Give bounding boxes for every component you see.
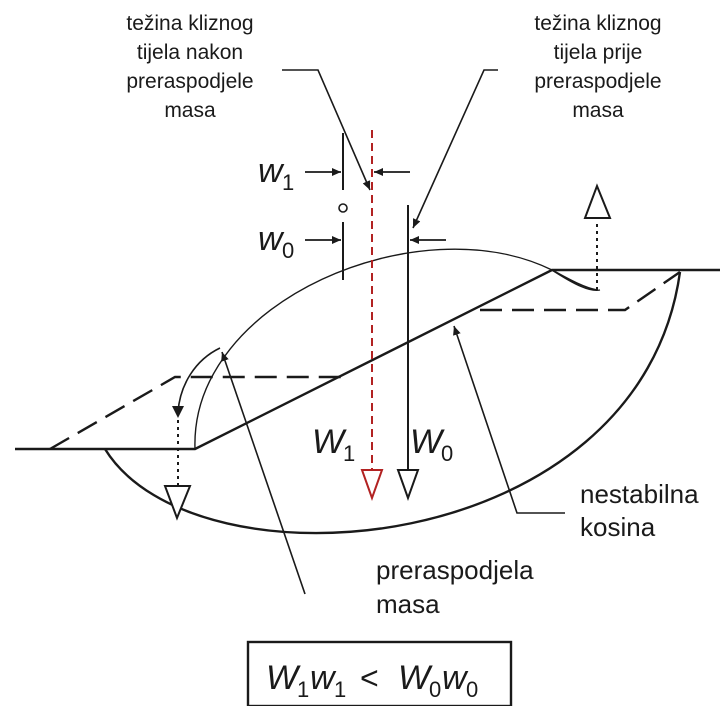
formula-w1: w [310,659,337,697]
formula-w0-sub: 0 [466,677,478,702]
w0-symbol: w [258,220,285,258]
label-after-4: masa [164,99,216,122]
W1-symbol: W [312,423,347,461]
label-unstable-1: nestabilna [580,479,699,509]
w1-subscript: 1 [282,170,294,195]
formula-W1-sub: 1 [297,677,309,702]
formula-box [246,640,513,706]
W0-symbol: W [410,423,445,461]
redistributed-profile [49,375,350,451]
redistributed-profile-upper [480,271,681,312]
label-redistribution-2: masa [376,589,440,619]
w1-symbol: w [258,152,285,190]
toe-arrow-head [163,485,192,521]
label-after-3: preraspodjele [126,70,253,93]
label-redistribution-1: preraspodjela [376,555,534,585]
formula-less-than: < [360,660,379,696]
slope-profile [15,268,720,451]
formula-W0: W [398,659,433,697]
leader-redistribution [221,351,306,595]
slip-surface-lower [103,271,682,535]
W1-subscript: 1 [343,441,355,466]
leader-unstable [453,325,565,514]
leader-before [412,69,498,229]
weight-w1-head [360,469,384,501]
label-before-1: težina kliznog [534,12,661,35]
weight-w0-head [396,469,420,501]
toe-arrow-small-head [172,406,184,418]
label-before-3: preraspodjele [534,70,661,93]
formula-W1: W [266,659,301,697]
formula-w0: w [442,659,469,697]
label-before-4: masa [572,99,624,122]
w0-subscript: 0 [282,238,294,263]
crest-arrow-head [583,183,612,219]
label-after-1: težina kliznog [126,12,253,35]
label-before-2: tijela prije [554,41,643,64]
formula-W0-sub: 0 [429,677,441,702]
label-unstable-2: kosina [580,512,656,542]
leader-after [282,69,371,191]
formula-w1-sub: 1 [334,677,346,702]
toe-arrow-curve [177,347,221,413]
rotation-center-dot [338,203,348,213]
slip-surface-upper [194,248,553,450]
crest-arrow-curve [551,269,598,291]
W0-subscript: 0 [441,441,453,466]
label-after-2: tijela nakon [137,41,243,64]
